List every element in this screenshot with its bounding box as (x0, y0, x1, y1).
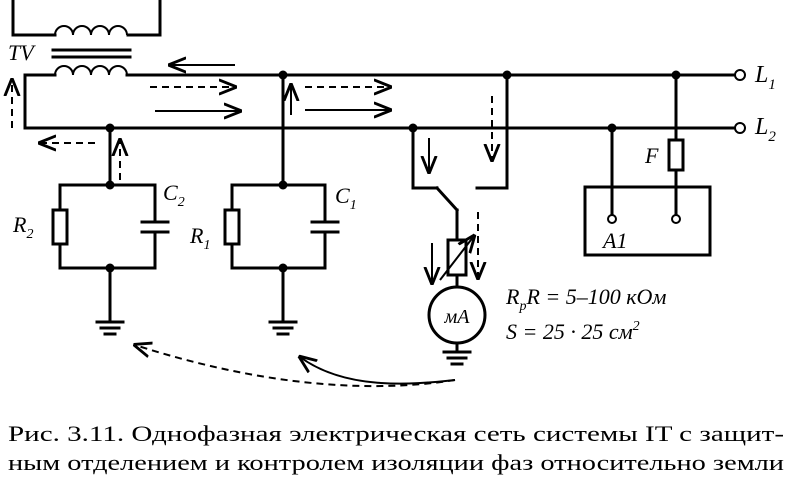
device-label: A1 (601, 228, 627, 253)
terminal-l2 (734, 122, 746, 134)
transformer-tv (11, 0, 742, 130)
r1-c1-branch (223, 70, 340, 336)
rp-value: RpR = 5–100 кОм (505, 284, 666, 314)
fuse-label: F (644, 143, 659, 168)
line2-label: L2 (754, 114, 776, 145)
caption-line-2: ным отделением и контролем изоляции фаз … (8, 450, 784, 475)
device-a1-box (583, 185, 712, 257)
insulation-monitor (408, 70, 512, 366)
meter-label: мА (444, 306, 471, 328)
r2-c2-branch (51, 123, 170, 336)
leakage-arrows (12, 80, 492, 388)
device-a1 (583, 70, 712, 257)
terminal-l1 (734, 69, 746, 81)
r2-label: R2 (12, 212, 33, 242)
c2-label: C2 (163, 180, 185, 210)
c1-label: C1 (335, 183, 357, 213)
line1-label: L1 (754, 62, 776, 93)
r1-label: R1 (189, 223, 210, 253)
caption-line-1: Рис. 3.11. Однофазная электрическая сеть… (8, 421, 784, 446)
transformer-label: TV (8, 40, 36, 65)
switch (434, 185, 460, 213)
s-value: S = 25 · 25 см2 (506, 319, 640, 344)
current-arrows (155, 65, 432, 283)
